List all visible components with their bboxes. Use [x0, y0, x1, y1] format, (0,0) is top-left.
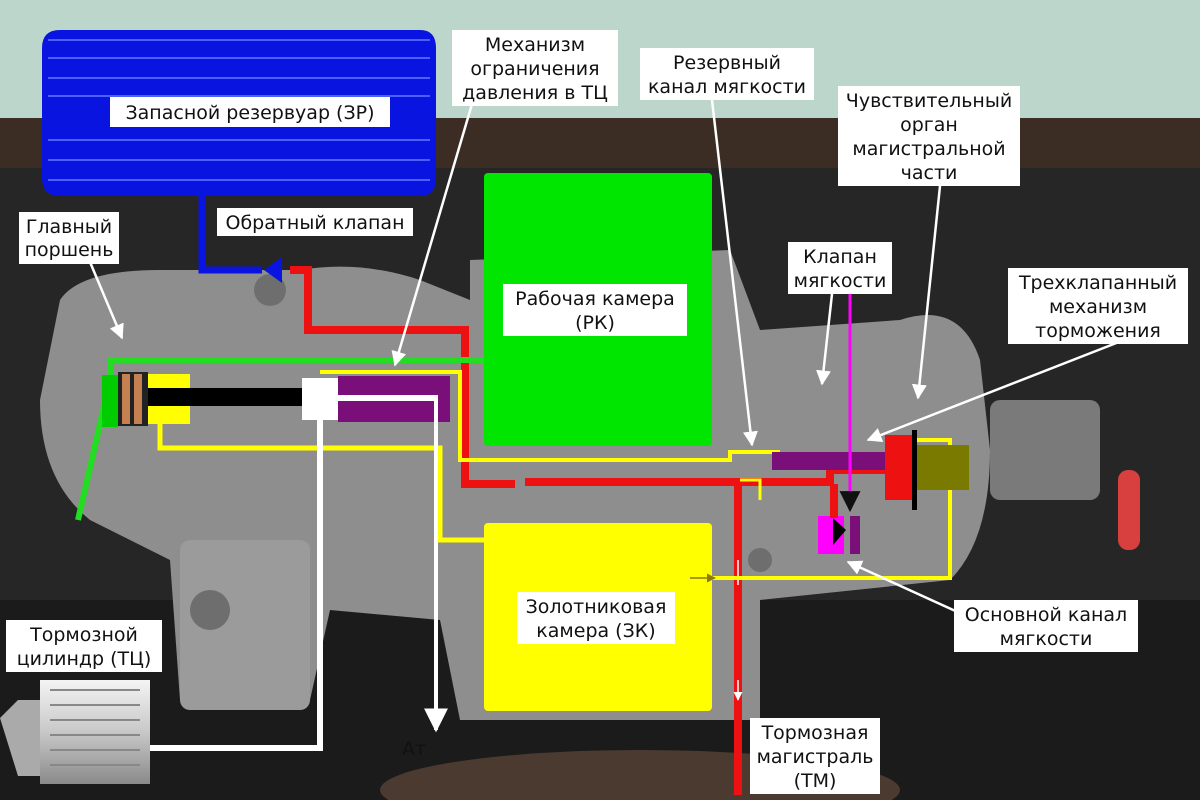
reservoir-pipe [198, 190, 262, 274]
yellow-channel-d [740, 478, 762, 500]
reservoir: Запасной резервуар (ЗР) [42, 30, 436, 196]
main-piston-line1: Главный [26, 216, 112, 238]
brake-line-line2: магистраль [757, 746, 874, 768]
working-chamber-line2: (РК) [575, 312, 615, 334]
brake-cylinder [0, 680, 150, 784]
check-valve-icon [264, 257, 282, 283]
red-handle [1118, 470, 1140, 550]
main-channel-line1: Основной канал [965, 604, 1127, 626]
main-piston-line2: поршень [25, 239, 114, 261]
lower-valve-block [180, 540, 310, 710]
reserve-channel-line2: канал мягкости [648, 76, 806, 98]
yellow-channel-c [712, 438, 952, 580]
brake-cylinder-line1: Тормозной [29, 624, 138, 646]
check-valve-label: Обратный клапан [225, 212, 404, 234]
brake-line-line3: (ТМ) [794, 770, 837, 792]
pressure-limiter [302, 376, 450, 422]
main-channel-pointer [846, 560, 963, 616]
softness-valve [818, 292, 861, 554]
spool-chamber-line2: камера (ЗК) [536, 620, 655, 642]
bolt [254, 274, 286, 306]
sensitive-organ-line4: части [901, 162, 958, 184]
brake-line-line1: Тормозная [761, 722, 869, 744]
side-flange-right [990, 400, 1100, 500]
softness-valve-line2: мягкости [794, 270, 887, 292]
atmosphere-label: Ат [402, 738, 426, 760]
brake-cylinder-line2: цилиндр (ТЦ) [17, 648, 152, 670]
three-valve-mechanism [772, 430, 969, 510]
pressure-limiter-line3: давления в ТЦ [462, 82, 608, 104]
sensitive-organ-line3: магистральной [852, 138, 1005, 160]
main-piston [102, 372, 308, 427]
spool-chamber-line1: Золотниковая [526, 596, 667, 618]
sensitive-organ-line2: орган [900, 114, 958, 136]
sensitive-organ-pointer [911, 185, 942, 400]
softness-valve-line1: Клапан [803, 246, 877, 268]
pressure-limiter-line2: ограничения [470, 58, 599, 80]
softness-valve-pointer [816, 293, 834, 386]
reservoir-label: Запасной резервуар (ЗР) [125, 102, 374, 124]
pressure-limiter-pointer [391, 103, 474, 367]
green-pipe [75, 357, 485, 521]
bolt [748, 548, 772, 572]
working-chamber-line1: Рабочая камера [515, 288, 675, 310]
sensitive-organ-line1: Чувствительный [846, 90, 1012, 112]
main-channel-line2: мягкости [1000, 628, 1093, 650]
main-piston-pointer [88, 261, 124, 340]
three-valve-line3: торможения [1035, 320, 1161, 342]
spool-chamber: Золотниковая камера (ЗК) [484, 523, 712, 711]
reserve-channel-line1: Резервный [673, 52, 781, 74]
three-valve-line1: Трехклапанный [1018, 272, 1177, 294]
yellow-channel-b [320, 370, 780, 462]
pressure-limiter-line1: Механизм [485, 34, 585, 56]
red-pipe-upper [290, 266, 515, 488]
three-valve-line2: механизм [1049, 296, 1147, 318]
three-valve-pointer [866, 338, 1125, 443]
atmosphere-pipe-cylinder [150, 408, 323, 751]
reserve-channel-pointer [710, 99, 758, 447]
yellow-channel-a [157, 420, 484, 543]
bolt [190, 590, 230, 630]
working-chamber: Рабочая камера (РК) [484, 173, 712, 446]
